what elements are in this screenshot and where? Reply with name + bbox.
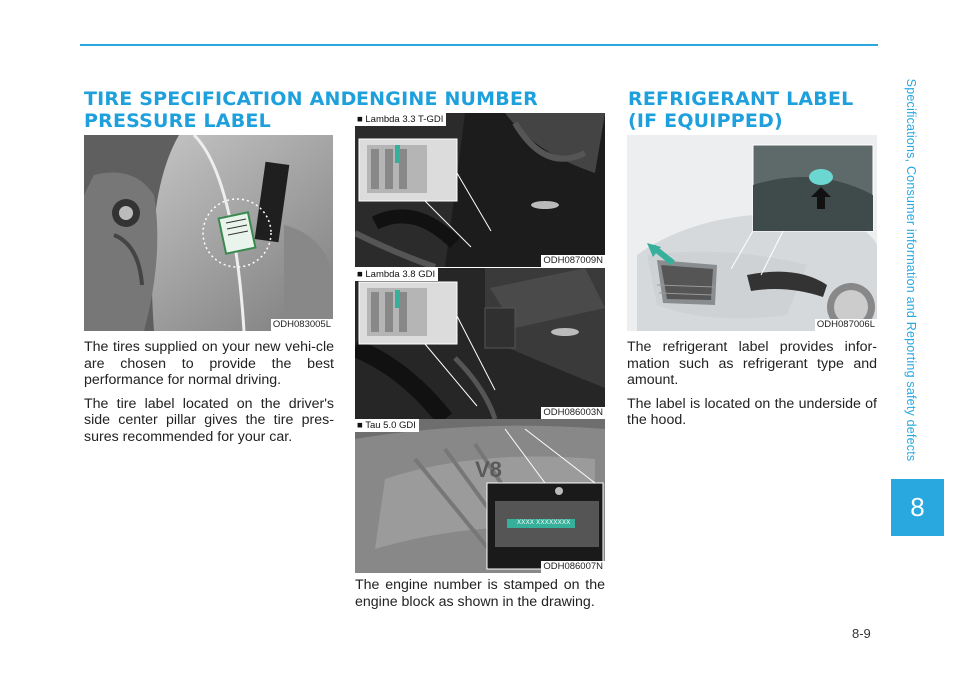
engine-number-text: The engine number is stamped on the engi… [355, 577, 605, 610]
page-number: 8-9 [852, 626, 871, 641]
refrigerant-label-photo: ODH087006L [627, 135, 877, 331]
engine-stamp: XXXX XXXXXXXX [517, 520, 571, 526]
image-code: ODH083005L [270, 319, 333, 331]
image-code: ODH086003N [541, 407, 605, 419]
engine-label: ■ Lambda 3.8 GDI [355, 268, 439, 281]
chapter-sidebar: Specifications, Consumer information and… [900, 60, 922, 480]
image-code: ODH087009N [541, 255, 605, 267]
engine-number-heading: ENGINE NUMBER [356, 88, 538, 110]
tire-label-heading: TIRE SPECIFICATION AND PRESSURE LABEL [84, 88, 357, 132]
tire-label-text: The tires supplied on your new vehi-cle … [84, 339, 334, 445]
engine-label: ■ Lambda 3.3 T-GDI [355, 113, 447, 126]
engine-photo-lambda-38: ■ Lambda 3.8 GDI ODH086003N [355, 268, 605, 419]
tire-label-photo: ODH083005L [84, 135, 333, 331]
engine-photo-tau-50: V8 XXXX XXXXXXXX ■ Tau 5.0 GDI ODH086007… [355, 419, 605, 573]
engine-label: ■ Tau 5.0 GDI [355, 419, 419, 432]
image-code: ODH087006L [814, 319, 877, 331]
engine-photo-lambda-33: ■ Lambda 3.3 T-GDI ODH087009N [355, 113, 605, 267]
chapter-title: Specifications, Consumer information and… [904, 78, 918, 462]
image-code: ODH086007N [541, 561, 605, 573]
svg-text:V8: V8 [475, 457, 502, 482]
refrigerant-label-heading: REFRIGERANT LABEL (IF EQUIPPED) [628, 88, 854, 132]
chapter-tab: 8 [891, 479, 944, 536]
refrigerant-label-text: The refrigerant label provides infor-mat… [627, 339, 877, 429]
header-rule [80, 44, 878, 46]
